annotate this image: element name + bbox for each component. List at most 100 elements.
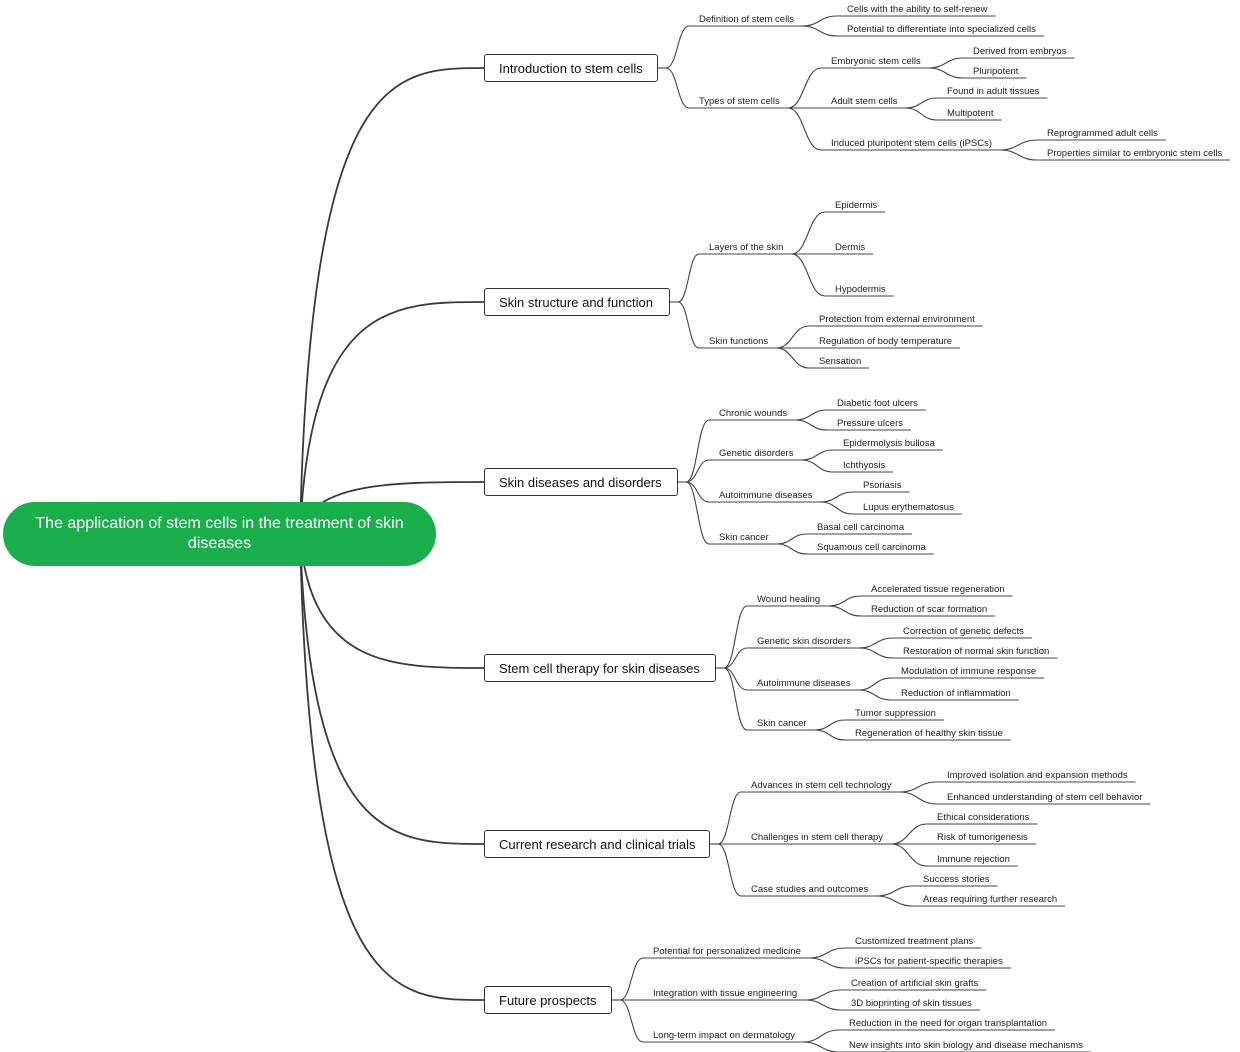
t6-b1-leaf-2-line (808, 957, 846, 969)
t3-branch-4[interactable]: Skin cancer (719, 532, 769, 543)
t5-b2-leaf-1-line (890, 823, 928, 845)
t6-b3-leaf-1[interactable]: Reduction in the need for organ transpla… (849, 1018, 1048, 1029)
t4-b4-leaf-1[interactable]: Tumor suppression (855, 708, 936, 719)
t3-b1-leaf-1-line (795, 409, 828, 421)
topic-1[interactable]: Introduction to stem cells (484, 54, 658, 82)
t2-b1-leaf-1[interactable]: Epidermis (835, 200, 878, 211)
t1-b2-s1-leaf-2[interactable]: Pluripotent (973, 66, 1019, 77)
t2-branch-2[interactable]: Skin functions (709, 336, 769, 347)
t1-b1-leaf-1[interactable]: Cells with the ability to self-renew (847, 4, 988, 15)
t5-b2-leaf-1[interactable]: Ethical considerations (937, 812, 1030, 823)
topic-3[interactable]: Skin diseases and disorders (484, 468, 678, 496)
t3-branch-2[interactable]: Genetic disorders (719, 448, 794, 459)
t3-b2-leaf-2-line (801, 459, 834, 473)
t4-b2-leaf-1[interactable]: Correction of genetic defects (903, 626, 1024, 637)
t1-b2-s1-leaf-2-line (928, 67, 964, 79)
t6-branch-3[interactable]: Long-term impact on dermatology (653, 1030, 796, 1041)
t2-branch-1-line (677, 253, 700, 303)
t4-b1-leaf-1[interactable]: Accelerated tissue regeneration (871, 584, 1005, 595)
t2-b2-leaf-1[interactable]: Protection from external environment (819, 314, 975, 325)
t4-b2-leaf-2-line (858, 647, 894, 659)
t1-b2-s2-leaf-1[interactable]: Found in adult tissues (947, 86, 1040, 97)
t2-branch-2-line (677, 301, 700, 349)
t5-b2-leaf-2[interactable]: Risk of tumorigenesis (937, 832, 1028, 843)
t1-b2-leaf-3-line (787, 107, 822, 151)
t1-b2-s1-leaf-1[interactable]: Derived from embryos (973, 46, 1067, 57)
t2-b1-leaf-3[interactable]: Hypodermis (835, 284, 886, 295)
t2-b1-leaf-1-line (791, 211, 826, 255)
t6-b2-leaf-2[interactable]: 3D bioprinting of skin tissues (851, 998, 972, 1009)
t4-branch-3[interactable]: Autoimmune diseases (757, 678, 851, 689)
t3-b3-leaf-1[interactable]: Psoriasis (863, 480, 902, 491)
t2-b1-leaf-3-line (791, 253, 826, 297)
t6-b1-leaf-1[interactable]: Customized treatment plans (855, 936, 974, 947)
t3-b4-leaf-2[interactable]: Squamous cell carcinoma (817, 542, 926, 553)
t4-b4-leaf-2[interactable]: Regeneration of healthy skin tissue (855, 728, 1003, 739)
t6-b3-leaf-1-line (803, 1029, 840, 1043)
t2-b1-leaf-2[interactable]: Dermis (835, 242, 866, 253)
t4-b1-leaf-1-line (828, 595, 862, 607)
t6-b3-leaf-2[interactable]: New insights into skin biology and disea… (849, 1040, 1083, 1051)
t4-branch-4-line (723, 667, 748, 731)
t3-b1-leaf-1[interactable]: Diabetic foot ulcers (837, 398, 918, 409)
t4-b1-leaf-2-line (828, 605, 862, 617)
t5-b1-leaf-2-line (899, 791, 938, 805)
t5-branch-1[interactable]: Advances in stem cell technology (751, 780, 892, 791)
t5-b2-leaf-3[interactable]: Immune rejection (937, 854, 1010, 865)
t1-b1-leaf-1-line (802, 15, 838, 27)
t1-b2-s2-leaf-2[interactable]: Multipotent (947, 108, 994, 119)
t3-branch-1[interactable]: Chronic wounds (719, 408, 788, 419)
root-to-topic-4-line (299, 533, 485, 669)
t1-b2-s2-leaf-1-line (905, 97, 938, 109)
root-topic[interactable]: The application of stem cells in the tre… (3, 502, 436, 566)
root-to-topic-2-line (299, 301, 485, 535)
t2-b2-leaf-2[interactable]: Regulation of body temperature (819, 336, 953, 347)
t1-branch-1[interactable]: Definition of stem cells (699, 14, 795, 25)
t5-b1-leaf-1[interactable]: Improved isolation and expansion methods (947, 770, 1128, 781)
t4-branch-1[interactable]: Wound healing (757, 594, 821, 605)
t5-b3-leaf-2[interactable]: Areas requiring further research (923, 894, 1058, 905)
t1-b2-s3-leaf-2[interactable]: Properties similar to embryonic stem cel… (1047, 148, 1223, 159)
t2-b2-leaf-3-line (776, 347, 810, 369)
t1-b1-leaf-2[interactable]: Potential to differentiate into speciali… (847, 24, 1036, 35)
t1-b2-leaf-1[interactable]: Embryonic stem cells (831, 56, 921, 67)
t5-branch-2[interactable]: Challenges in stem cell therapy (751, 832, 884, 843)
t4-branch-1-line (723, 605, 748, 669)
t6-branch-1[interactable]: Potential for personalized medicine (653, 946, 801, 957)
t5-b3-leaf-1[interactable]: Success stories (923, 874, 990, 885)
t6-branch-1-line (619, 957, 644, 1001)
t1-b2-leaf-3[interactable]: Induced pluripotent stem cells (iPSCs) (831, 138, 993, 149)
t4-b3-leaf-2[interactable]: Reduction of inflammation (901, 688, 1011, 699)
t5-branch-1-line (717, 791, 742, 845)
topic-4[interactable]: Stem cell therapy for skin diseases (484, 654, 716, 682)
t6-b2-leaf-1[interactable]: Creation of artificial skin grafts (851, 978, 979, 989)
t1-b2-s3-leaf-1[interactable]: Reprogrammed adult cells (1047, 128, 1158, 139)
t3-b2-leaf-2[interactable]: Ichthyosis (843, 460, 886, 471)
topic-6[interactable]: Future prospects (484, 986, 612, 1014)
t6-branch-3-line (619, 999, 644, 1043)
t3-b2-leaf-1[interactable]: Epidermolysis bullosa (843, 438, 935, 449)
t3-branch-3[interactable]: Autoimmune diseases (719, 490, 813, 501)
t1-branch-2[interactable]: Types of stem cells (699, 96, 780, 107)
t6-b1-leaf-2[interactable]: iPSCs for patient-specific therapies (855, 956, 1003, 967)
topic-2[interactable]: Skin structure and function (484, 288, 670, 316)
t4-b3-leaf-1[interactable]: Modulation of immune response (901, 666, 1037, 677)
t2-b2-leaf-3[interactable]: Sensation (819, 356, 862, 367)
t3-b1-leaf-2[interactable]: Pressure ulcers (837, 418, 903, 429)
t3-b4-leaf-1[interactable]: Basal cell carcinoma (817, 522, 905, 533)
t2-branch-1[interactable]: Layers of the skin (709, 242, 784, 253)
t5-b3-leaf-1-line (876, 885, 914, 897)
t4-branch-2[interactable]: Genetic skin disorders (757, 636, 851, 647)
t3-b3-leaf-2[interactable]: Lupus erythematosus (863, 502, 954, 513)
t1-b2-leaf-2[interactable]: Adult stem cells (831, 96, 898, 107)
t4-b4-leaf-2-line (814, 729, 846, 741)
t3-branch-2-line (685, 459, 710, 483)
t5-b1-leaf-2[interactable]: Enhanced understanding of stem cell beha… (947, 792, 1143, 803)
t4-b2-leaf-2[interactable]: Restoration of normal skin function (903, 646, 1050, 657)
t4-b1-leaf-2[interactable]: Reduction of scar formation (871, 604, 988, 615)
t5-branch-3[interactable]: Case studies and outcomes (751, 884, 869, 895)
topic-5[interactable]: Current research and clinical trials (484, 830, 710, 858)
t4-branch-4[interactable]: Skin cancer (757, 718, 807, 729)
t6-branch-2[interactable]: Integration with tissue engineering (653, 988, 798, 999)
